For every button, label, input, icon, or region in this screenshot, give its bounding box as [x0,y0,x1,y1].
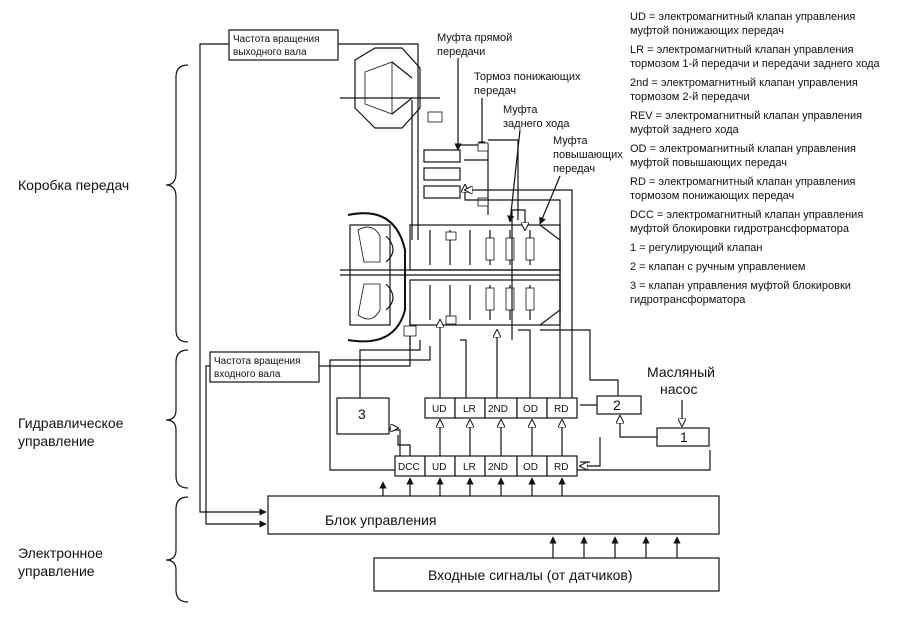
input-speed-label-box [209,351,320,383]
solenoid-bottom-od-label: OD [523,462,538,473]
section-label-hydraulic-2: управление [18,433,95,449]
legend-lr-1: LR = электромагнитный клапан управления [630,44,854,56]
output-speed-label-2: выходного вала [233,47,307,58]
legend-ud-2: муфтой понижающих передач [630,25,784,37]
legend-ud-1: UD = электромагнитный клапан управления [630,11,855,23]
legend-rd-2: тормозом понижающих передач [630,190,794,202]
legend-dcc-1: DCC = электромагнитный клапан управления [630,209,863,221]
output-speed-wire [199,43,267,516]
input-speed-wire [205,365,267,528]
output-speed-label-1: Частота вращения [233,34,319,45]
legend-lr-2: тормозом 1-й передачи и передачи заднего… [630,58,881,70]
hydraulic-lines [329,139,711,471]
section-brace-gearbox [165,64,189,343]
solenoid-bottom-lr-label: LR [463,462,476,473]
valve-3-label: 3 [358,406,366,422]
direct-clutch-label-2: передачи [437,46,485,58]
legend-rev-2: муфтой заднего хода [630,124,739,136]
solenoid-bottom-dcc-label: DCC [398,462,420,473]
legend-rd-1: RD = электромагнитный клапан управления [630,176,855,188]
oil-pump-label-1: Масляный [647,364,715,380]
valve-1-label: 1 [680,429,688,445]
section-label-electronic-2: управление [18,563,95,579]
output-speed-sensor-line [338,43,419,100]
solenoid-top-rd-label: RD [554,404,568,415]
solenoid-bottom-ud-label: UD [432,462,446,473]
oil-pump-label-2: насос [660,381,697,397]
underdrive-brake-label-1: Тормоз понижающих [474,71,581,83]
overdrive-clutch-label-2: повышающих [553,149,623,161]
solenoid-top-lr-label: LR [463,404,476,415]
sensor-signals [549,536,681,558]
legend: UD = электромагнитный клапан управления … [630,11,881,306]
legend-2nd-1: 2nd = электромагнитный клапан управления [630,77,858,89]
legend-2nd-2: тормозом 2-й передачи [630,91,750,103]
direct-clutch-label-1: Муфта прямой [437,32,512,44]
reverse-clutch-label-2: заднего хода [503,118,570,130]
section-label-gearbox: Коробка передач [18,177,129,193]
input-speed-label-2: входного вала [214,369,281,380]
control-unit-box [267,495,720,535]
legend-valve-2: 2 = клапан с ручным управлением [630,261,805,273]
input-signals-box [373,557,720,592]
solenoid-bottom-rd-label: RD [554,462,568,473]
section-brace-electronic [165,496,189,603]
solenoid-top-rd [546,397,578,419]
reverse-clutch-label-1: Муфта [503,104,538,116]
legend-od-2: муфтой повышающих передач [630,157,787,169]
input-signals-label: Входные сигналы (от датчиков) [428,567,633,583]
solenoid-row-top: UD LR 2ND OD RD [424,397,578,419]
transmission-schematic [340,47,561,345]
pressure-lines [540,329,657,466]
legend-valve-3-2: гидротрансформатора [630,294,746,306]
section-label-hydraulic-1: Гидравлическое [18,415,124,431]
legend-od-1: OD = электромагнитный клапан управления [630,143,856,155]
overdrive-clutch-label-3: передач [553,163,595,175]
solenoid-top-od-label: OD [523,404,538,415]
solenoid-bottom-2nd-label: 2ND [488,462,508,473]
legend-valve-1: 1 = регулирующий клапан [630,242,762,254]
solenoid-row-bottom: DCC UD LR 2ND OD RD [394,455,578,477]
underdrive-brake-label-2: передач [474,85,516,97]
solenoid-top-ud-label: UD [432,404,446,415]
control-unit-label: Блок управления [325,512,437,528]
overdrive-clutch-label-1: Муфта [553,135,588,147]
section-label-electronic-1: Электронное [18,545,103,561]
section-brace-hydraulic [165,349,189,489]
solenoid-links [397,420,562,456]
legend-rev-1: REV = электромагнитный клапан управления [630,110,862,122]
control-signals [379,477,566,496]
output-speed-label-box [228,29,339,61]
input-speed-label-1: Частота вращения [214,356,300,367]
legend-dcc-2: муфтой блокировки гидротрансформатора [630,223,850,235]
solenoid-top-2nd-label: 2ND [488,404,508,415]
valve-2-label: 2 [613,397,621,413]
legend-valve-3-1: 3 = клапан управления муфтой блокировки [630,280,851,292]
valve-3-box [336,397,390,435]
